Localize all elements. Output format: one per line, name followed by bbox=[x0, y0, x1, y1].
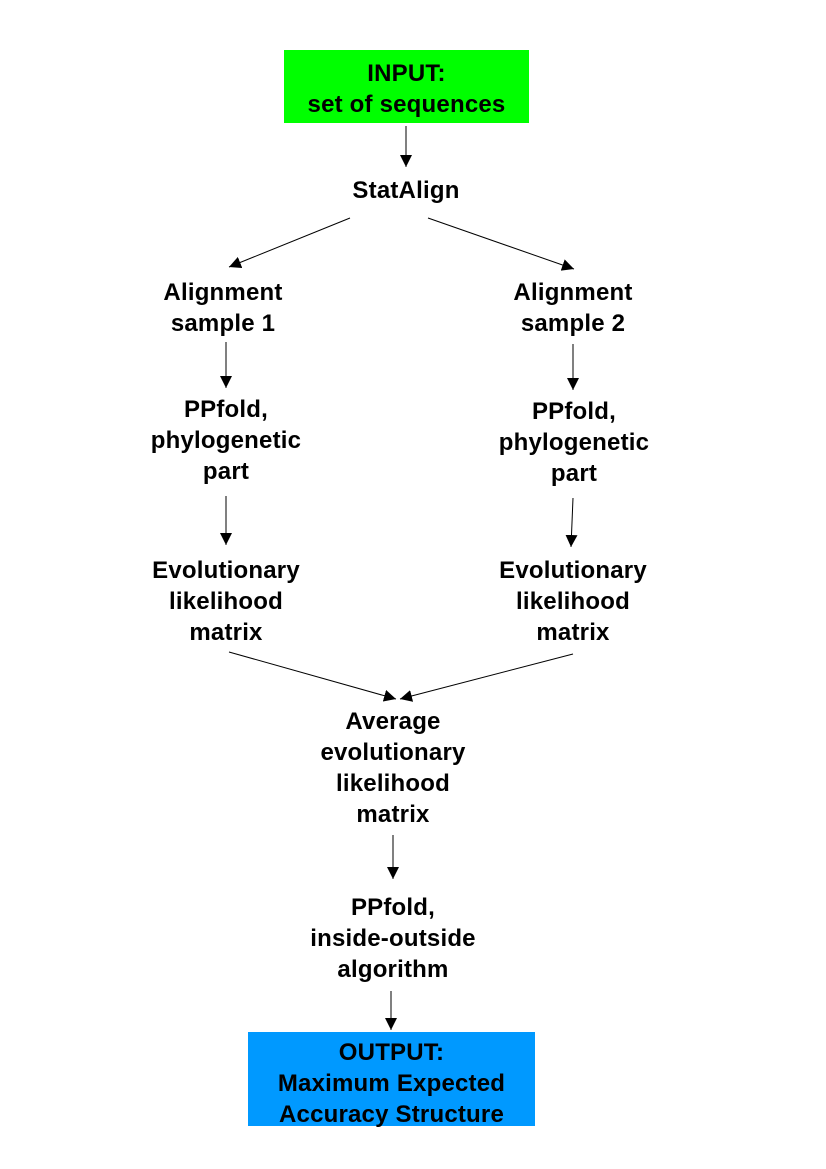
output-box bbox=[248, 1032, 535, 1126]
average-matrix-line-2: evolutionary bbox=[320, 739, 466, 766]
output-node: OUTPUT: Maximum Expected Accuracy Struct… bbox=[248, 1037, 535, 1130]
arrow-evo-matrix-1-to-average bbox=[228, 651, 397, 702]
ppfold-phylogenetic-2-line-1: PPfold, bbox=[531, 398, 617, 425]
average-matrix-line-4: matrix bbox=[356, 801, 430, 828]
input-box bbox=[284, 50, 529, 123]
evolutionary-matrix-1-line-1: Evolutionary bbox=[152, 557, 300, 584]
arrow-evo-matrix-2-to-average bbox=[399, 653, 574, 702]
ppfold-inside-outside-node: PPfold, inside-outside algorithm bbox=[273, 892, 513, 985]
evolutionary-matrix-2-node: Evolutionary likelihood matrix bbox=[458, 555, 688, 648]
average-matrix-line-3: likelihood bbox=[335, 770, 450, 797]
ppfold-phylogenetic-1-line-3: part bbox=[202, 458, 250, 485]
output-label-line-2: Maximum Expected bbox=[277, 1070, 506, 1097]
alignment-sample-1-node: Alignment sample 1 bbox=[123, 277, 323, 339]
alignment-sample-2-node: Alignment sample 2 bbox=[473, 277, 673, 339]
input-label-line-2: set of sequences bbox=[307, 91, 506, 118]
average-matrix-node: Average evolutionary likelihood matrix bbox=[278, 706, 508, 830]
ppfold-inside-outside-line-3: algorithm bbox=[337, 956, 449, 983]
arrow-statalign-to-alignment-sample-1 bbox=[228, 217, 351, 269]
output-label-line-1: OUTPUT: bbox=[338, 1039, 445, 1066]
evolutionary-matrix-2-line-2: likelihood bbox=[515, 588, 630, 615]
ppfold-inside-outside-line-1: PPfold, bbox=[350, 894, 436, 921]
arrow-statalign-to-alignment-sample-2 bbox=[427, 217, 575, 271]
alignment-sample-2-line-1: Alignment bbox=[513, 279, 633, 306]
statalign-node: StatAlign bbox=[306, 175, 506, 206]
ppfold-phylogenetic-1-node: PPfold, phylogenetic part bbox=[116, 394, 336, 487]
evolutionary-matrix-1-line-3: matrix bbox=[189, 619, 263, 646]
ppfold-inside-outside-line-2: inside-outside bbox=[310, 925, 476, 952]
alignment-sample-1-line-1: Alignment bbox=[163, 279, 283, 306]
evolutionary-matrix-2-line-1: Evolutionary bbox=[499, 557, 647, 584]
ppfold-phylogenetic-1-line-2: phylogenetic bbox=[150, 427, 302, 454]
ppfold-phylogenetic-2-line-3: part bbox=[550, 460, 598, 487]
average-matrix-line-1: Average bbox=[345, 708, 441, 735]
evolutionary-matrix-1-line-2: likelihood bbox=[168, 588, 283, 615]
alignment-sample-1-line-2: sample 1 bbox=[170, 310, 276, 337]
ppfold-phylogenetic-2-node: PPfold, phylogenetic part bbox=[464, 396, 684, 489]
output-label-line-3: Accuracy Structure bbox=[278, 1101, 505, 1128]
evolutionary-matrix-1-node: Evolutionary likelihood matrix bbox=[111, 555, 341, 648]
evolutionary-matrix-2-line-3: matrix bbox=[536, 619, 610, 646]
input-node: INPUT: set of sequences bbox=[284, 58, 529, 120]
arrow-ppfold-2-to-evo-matrix-2 bbox=[565, 497, 578, 548]
ppfold-phylogenetic-2-line-2: phylogenetic bbox=[498, 429, 650, 456]
statalign-label: StatAlign bbox=[352, 177, 460, 204]
ppfold-phylogenetic-1-line-1: PPfold, bbox=[183, 396, 269, 423]
input-label-line-1: INPUT: bbox=[367, 60, 446, 87]
alignment-sample-2-line-2: sample 2 bbox=[520, 310, 626, 337]
